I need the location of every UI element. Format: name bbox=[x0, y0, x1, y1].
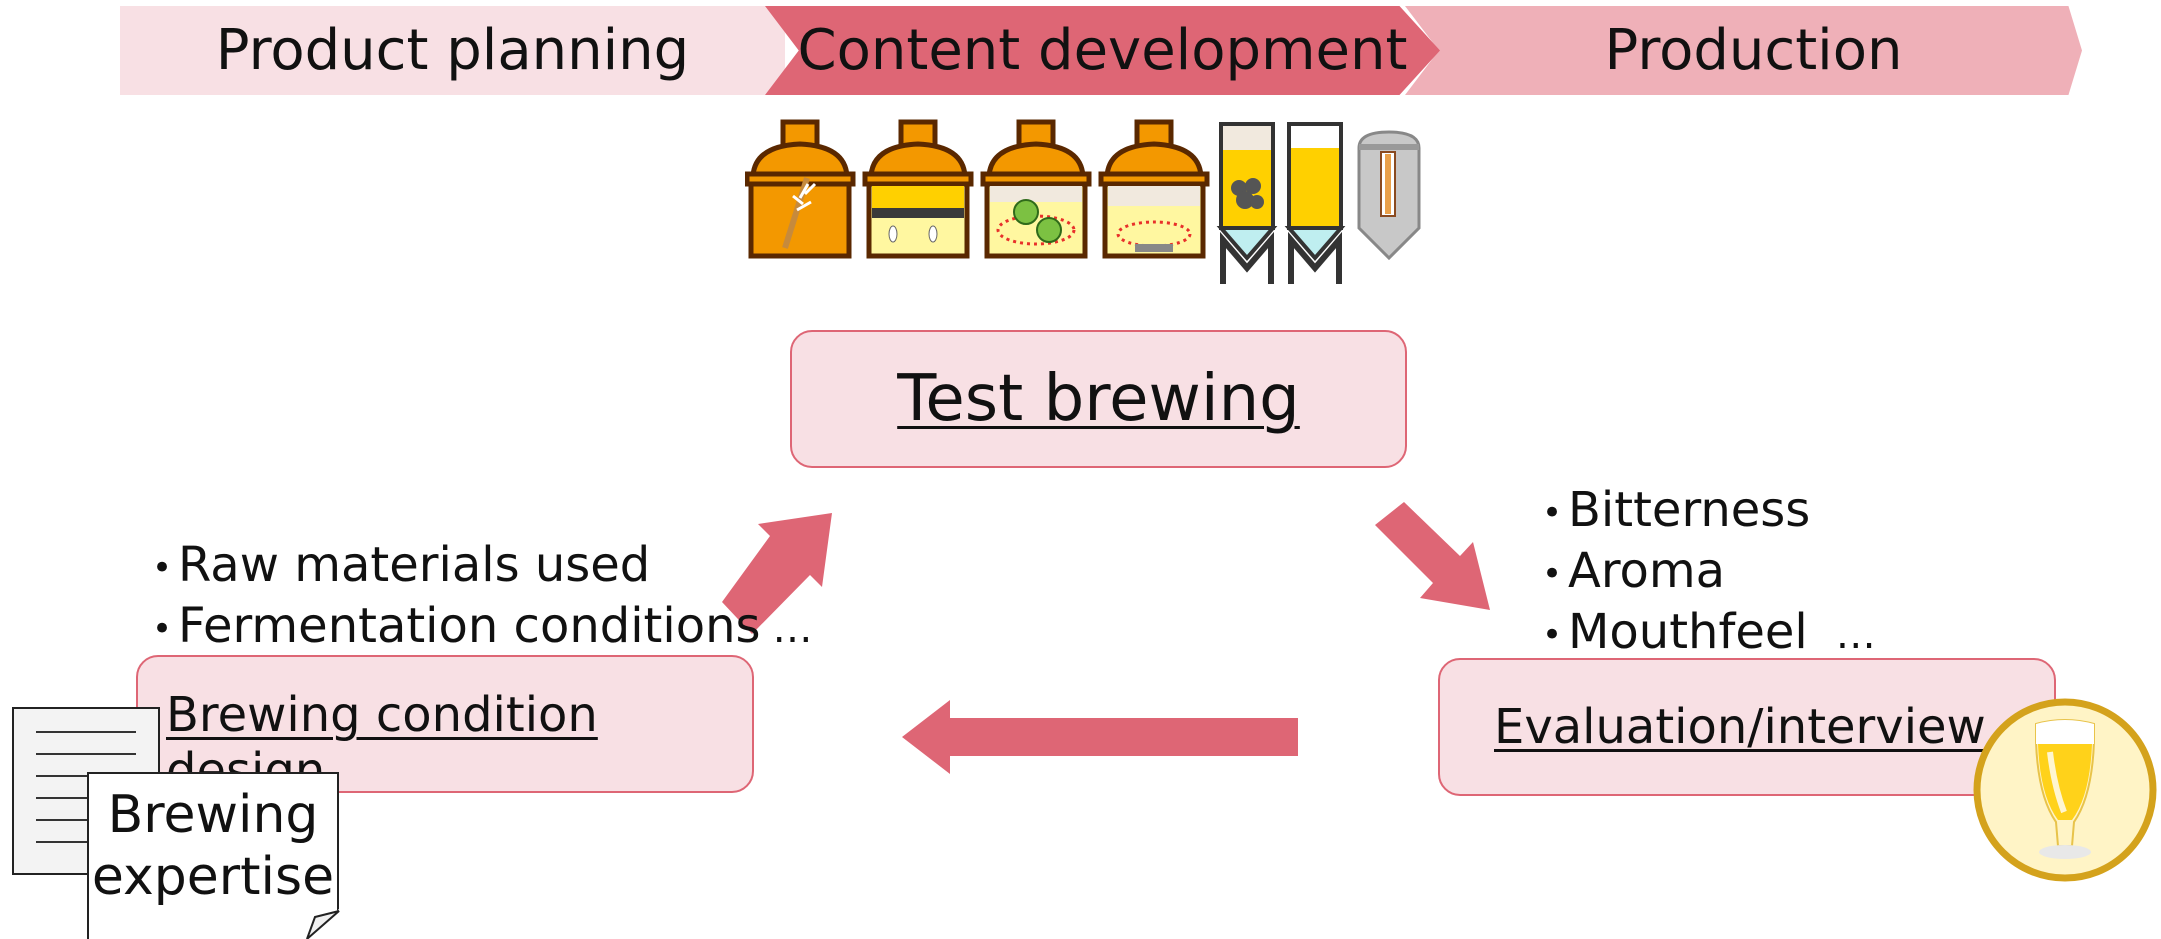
stage-product-planning: Product planning bbox=[120, 6, 785, 95]
storage-tank-icon bbox=[1357, 130, 1421, 261]
bullet-text: Fermentation conditions bbox=[178, 598, 761, 654]
kettle-hops-icon bbox=[980, 119, 1092, 259]
bullet-text: Bitterness bbox=[1568, 482, 1811, 538]
lauter-tun-icon bbox=[862, 119, 974, 259]
arrow-down-right bbox=[1375, 502, 1490, 610]
brewing-expertise-document: Brewing expertise bbox=[87, 772, 339, 939]
stage-label: Content development bbox=[797, 18, 1408, 83]
right-bullet-list: •Bitterness •Aroma •Mouthfeel… bbox=[1542, 481, 1880, 664]
brewing-equipment-row bbox=[745, 119, 1421, 284]
stage-label: Product planning bbox=[215, 18, 690, 83]
expertise-line1: Brewing bbox=[107, 785, 319, 845]
bullet-item: •Fermentation conditions… bbox=[152, 598, 817, 654]
bullet-text: Mouthfeel bbox=[1568, 604, 1808, 660]
arrow-left bbox=[902, 700, 1298, 774]
bullet-item: •Aroma bbox=[1542, 543, 1726, 599]
bullet-item: •Bitterness bbox=[1542, 482, 1811, 538]
arrow-up-right bbox=[722, 513, 832, 634]
mash-tun-icon bbox=[745, 119, 856, 259]
fermenter-icon bbox=[1284, 122, 1346, 284]
left-bullet-list: •Raw materials used •Fermentation condit… bbox=[152, 536, 817, 658]
evaluation-interview-box: Evaluation/interview bbox=[1438, 658, 2056, 796]
bullet-text: Aroma bbox=[1568, 543, 1726, 599]
ellipsis: … bbox=[772, 606, 817, 652]
test-brewing-label: Test brewing bbox=[897, 362, 1300, 436]
expertise-line2: expertise bbox=[91, 847, 335, 907]
page-curl-icon bbox=[305, 907, 341, 939]
beer-glass-icon bbox=[1973, 698, 2157, 882]
test-brewing-box: Test brewing bbox=[790, 330, 1407, 468]
bullet-item: •Raw materials used bbox=[152, 537, 651, 593]
whirlpool-icon bbox=[1098, 119, 1210, 259]
stage-production: Production bbox=[1405, 6, 2082, 95]
evaluation-interview-label: Evaluation/interview bbox=[1494, 699, 1986, 755]
stage-content-development: Content development bbox=[765, 6, 1440, 95]
bullet-text: Raw materials used bbox=[178, 537, 651, 593]
stage-label: Production bbox=[1604, 18, 1903, 83]
ellipsis: … bbox=[1835, 612, 1880, 658]
fermenter-icon bbox=[1216, 122, 1278, 284]
bullet-item: •Mouthfeel… bbox=[1542, 604, 1880, 660]
